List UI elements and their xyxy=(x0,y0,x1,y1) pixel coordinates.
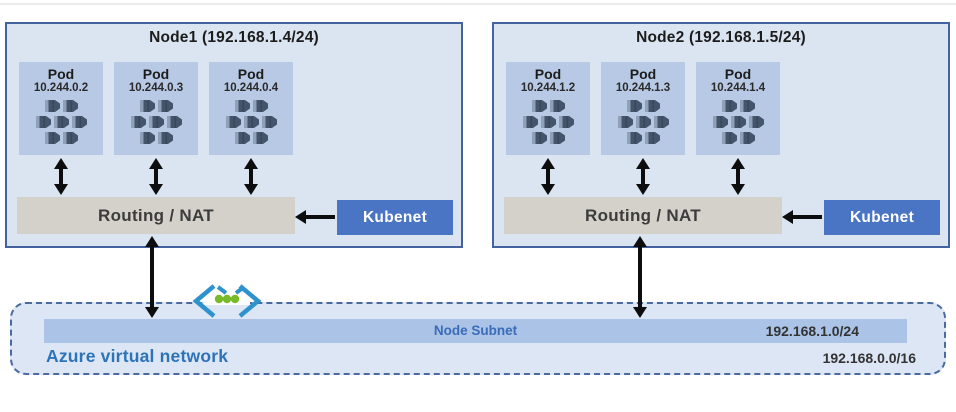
kubenet-routing-arrow xyxy=(305,215,335,219)
containers-icon xyxy=(226,100,277,144)
pod-routing-arrow xyxy=(249,168,253,185)
screenshot-edge-line xyxy=(0,3,956,5)
pod-label: Pod xyxy=(724,66,752,82)
pod-label: Pod xyxy=(47,66,75,82)
pod-label: Pod xyxy=(142,66,170,82)
pod-box: Pod 10.244.1.2 xyxy=(506,62,590,155)
containers-icon xyxy=(131,100,182,144)
kubenet-box: Kubenet xyxy=(337,200,453,235)
pod-ip: 10.244.0.3 xyxy=(128,82,184,94)
node1-box: Node1 (192.168.1.4/24) Pod 10.244.0.2 Po… xyxy=(5,22,463,248)
pod-label: Pod xyxy=(534,66,562,82)
node2-title: Node2 (192.168.1.5/24) xyxy=(636,29,806,46)
pod-ip: 10.244.1.2 xyxy=(520,82,576,94)
pod-box: Pod 10.244.0.4 xyxy=(209,62,293,155)
node-subnet-label: Node Subnet xyxy=(433,323,518,338)
kubenet-routing-arrow xyxy=(792,215,822,219)
node2-box: Node2 (192.168.1.5/24) Pod 10.244.1.2 Po… xyxy=(492,22,950,248)
routing-nat-bar: Routing / NAT xyxy=(504,197,782,234)
pod-routing-arrow xyxy=(736,168,740,185)
virtual-network-icon xyxy=(192,283,262,318)
containers-icon xyxy=(36,100,87,144)
node-subnet-cidr: 192.168.1.0/24 xyxy=(765,323,859,339)
containers-icon xyxy=(713,100,764,144)
pod-ip: 10.244.0.2 xyxy=(33,82,89,94)
pod-label: Pod xyxy=(237,66,265,82)
node-subnet-bar: Node Subnet 192.168.1.0/24 xyxy=(44,319,907,343)
containers-icon xyxy=(618,100,669,144)
pod-ip: 10.244.1.4 xyxy=(710,82,766,94)
pod-box: Pod 10.244.1.3 xyxy=(601,62,685,155)
routing-nat-bar: Routing / NAT xyxy=(17,197,295,234)
pod-box: Pod 10.244.0.3 xyxy=(114,62,198,155)
azure-vnet-box: Node Subnet 192.168.1.0/24 Azure virtual… xyxy=(10,302,946,375)
azure-vnet-label: Azure virtual network xyxy=(46,346,229,366)
pod-routing-arrow xyxy=(59,168,63,185)
pod-routing-arrow xyxy=(154,168,158,185)
pod-ip: 10.244.1.3 xyxy=(615,82,671,94)
azure-vnet-cidr: 192.168.0.0/16 xyxy=(822,350,916,366)
kubenet-box: Kubenet xyxy=(824,200,940,235)
node2-subnet-arrow xyxy=(638,246,642,308)
pod-ip: 10.244.0.4 xyxy=(223,82,279,94)
pod-box: Pod 10.244.1.4 xyxy=(696,62,780,155)
containers-icon xyxy=(523,100,574,144)
pod-routing-arrow xyxy=(546,168,550,185)
node1-subnet-arrow xyxy=(150,246,154,308)
pod-routing-arrow xyxy=(641,168,645,185)
pod-label: Pod xyxy=(629,66,657,82)
pod-box: Pod 10.244.0.2 xyxy=(19,62,103,155)
node1-title: Node1 (192.168.1.4/24) xyxy=(149,29,319,46)
